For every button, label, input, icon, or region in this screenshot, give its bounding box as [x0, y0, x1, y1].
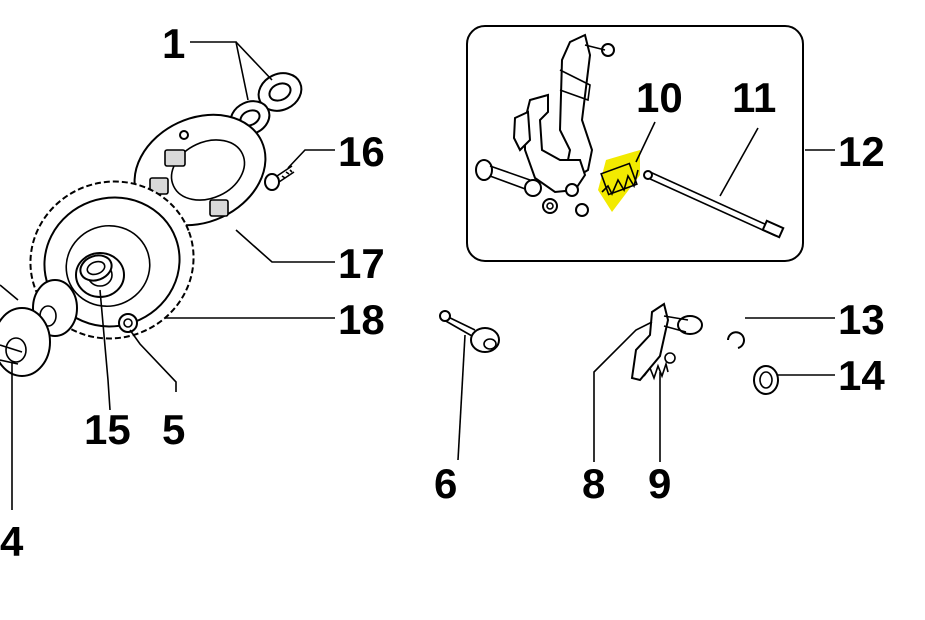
- label-12: 12: [838, 128, 885, 175]
- screw-16: [264, 165, 295, 191]
- label-9: 9: [648, 460, 671, 507]
- flange-plate-17: [133, 113, 267, 227]
- label-17: 17: [338, 240, 385, 287]
- label-18: 18: [338, 296, 385, 343]
- rod-11: [643, 170, 785, 239]
- label-8: 8: [582, 460, 605, 507]
- seal-14: [753, 365, 779, 395]
- circlip-15: [79, 254, 113, 282]
- spring-9: [643, 352, 676, 381]
- shaft-hub: [0, 279, 78, 377]
- lever-8: [630, 302, 703, 382]
- label-11: 11: [732, 74, 776, 121]
- label-14: 14: [838, 352, 885, 399]
- adjuster-screw-6: [439, 310, 500, 353]
- label-6: 6: [434, 460, 457, 507]
- clip-13: [727, 331, 745, 349]
- spring-10: [600, 162, 639, 196]
- leader-lines: [11, 41, 835, 510]
- label-16: 16: [338, 128, 385, 175]
- label-13: 13: [838, 296, 885, 343]
- label-5: 5: [162, 406, 185, 453]
- label-4: 4: [0, 518, 24, 565]
- nut-5: [118, 313, 138, 333]
- callout-labels: 1 16 17 18 15 5 4 6 8 9 10 11 12 13 14: [0, 20, 885, 565]
- label-10: 10: [636, 74, 683, 121]
- label-15: 15: [84, 406, 131, 453]
- bracket-assembly: [475, 33, 615, 217]
- label-1: 1: [162, 20, 185, 67]
